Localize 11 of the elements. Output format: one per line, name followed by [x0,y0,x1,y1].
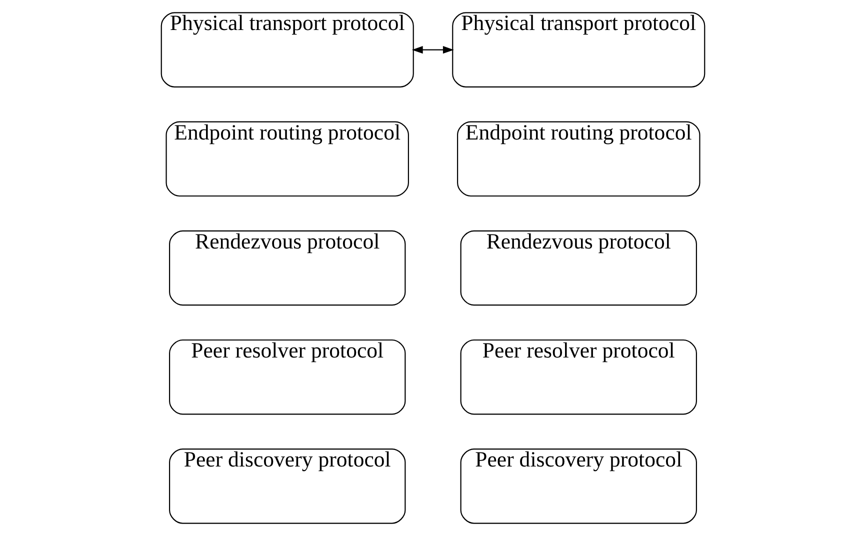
node-box: Physical transport protocol [160,12,414,88]
node-box: Peer resolver protocol [169,339,406,415]
node-box: Peer resolver protocol [460,339,697,415]
node-box: Peer discovery protocol [460,448,697,524]
node-box: Rendezvous protocol [169,230,406,306]
node-box: Endpoint routing protocol [457,121,700,197]
node-box: Physical transport protocol [452,12,706,88]
node-box: Rendezvous protocol [460,230,697,306]
node-box: Endpoint routing protocol [166,121,409,197]
arrow [412,46,454,54]
node-box: Peer discovery protocol [169,448,406,524]
